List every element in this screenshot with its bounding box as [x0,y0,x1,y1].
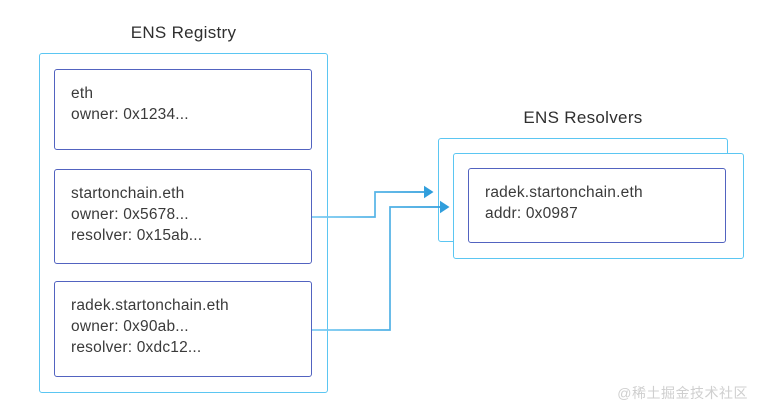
domain-name: radek.startonchain.eth [485,184,643,201]
record-field-resolver: resolver: 0x15ab... [71,227,203,244]
resolvers-title: ENS Resolvers [523,108,643,127]
domain-name: eth [71,85,94,102]
record-field-resolver: resolver: 0xdc12... [71,339,202,356]
resolver-record: radek.startonchain.eth addr: 0x0987 [468,168,726,243]
arrow-radek-to-resolver [312,200,450,331]
registry-title: ENS Registry [130,23,237,42]
arrow-startonchain-to-resolver [312,185,434,218]
record-field-owner: owner: 0x90ab... [71,318,189,335]
registry-entry-startonchain: startonchain.eth owner: 0x5678... resolv… [54,169,312,264]
record-field-addr: addr: 0x0987 [485,205,578,222]
resolver-box-front: radek.startonchain.eth addr: 0x0987 [453,153,744,259]
record-field-owner: owner: 0x5678... [71,206,189,223]
registry-entry-eth: eth owner: 0x1234... [54,69,312,150]
domain-name: startonchain.eth [71,185,185,202]
registry-box: eth owner: 0x1234... startonchain.eth ow… [39,53,328,393]
watermark: @稀土掘金技术社区 [617,385,748,401]
registry-entry-radek: radek.startonchain.eth owner: 0x90ab... … [54,281,312,377]
domain-name: radek.startonchain.eth [71,297,229,314]
record-field-owner: owner: 0x1234... [71,106,189,123]
